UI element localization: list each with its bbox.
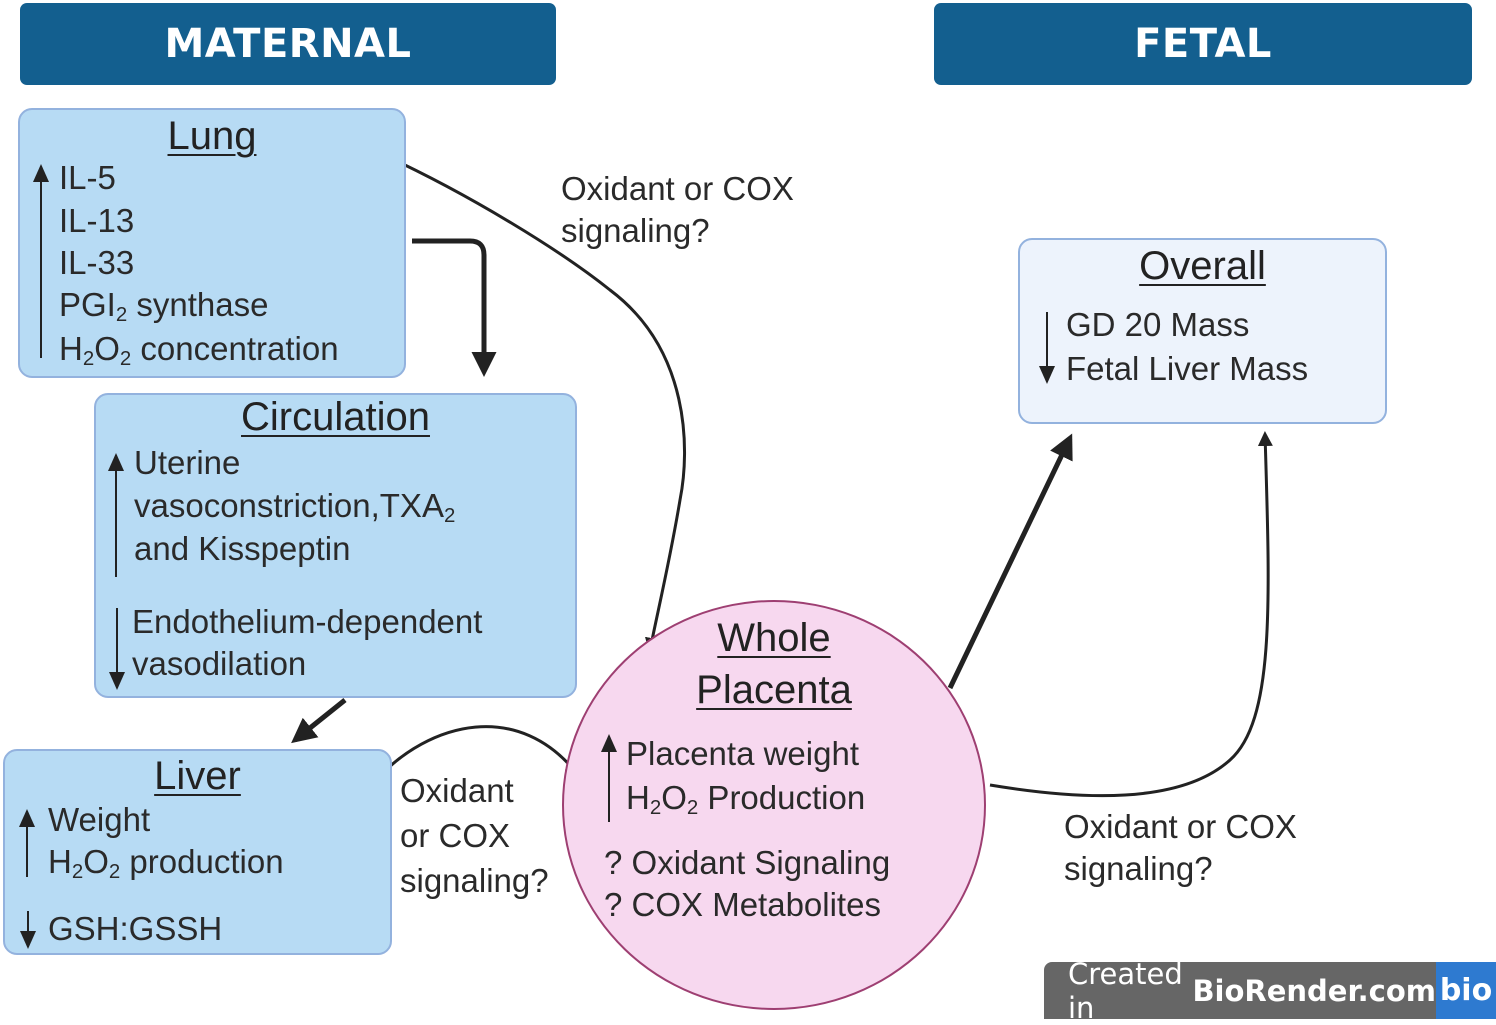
placenta-title: Whole xyxy=(717,616,831,660)
liver-title: Liver xyxy=(154,754,241,798)
decrease-arrow-icon xyxy=(20,911,36,949)
decrease-arrow-icon xyxy=(1039,312,1055,384)
overall-box: Overall GD 20 Mass Fetal Liver Mass xyxy=(1018,238,1387,424)
edge-label-lung-placenta: Oxidant or COX signaling? xyxy=(561,170,794,249)
liver-increase-line: H2O2 production xyxy=(48,843,284,884)
arrow-placenta-to-overall-curved xyxy=(989,431,1273,798)
circulation-title: Circulation xyxy=(241,395,430,439)
placenta-circle: Whole Placenta Placenta weight H2O2 Prod… xyxy=(562,600,986,1010)
lung-item: PGI2 synthase xyxy=(59,286,269,327)
circulation-increase-line: Uterine xyxy=(134,444,241,481)
placenta-question-line: ? Oxidant Signaling xyxy=(604,844,891,881)
decrease-arrow-icon xyxy=(109,608,125,690)
increase-arrow-icon xyxy=(33,164,49,358)
increase-arrow-icon xyxy=(19,809,35,877)
placenta-increase-line: H2O2 Production xyxy=(626,779,866,820)
edge-label-liver-placenta: Oxidant or COX signaling? xyxy=(400,772,549,899)
arrow-lung-to-circulation xyxy=(412,238,497,377)
increase-arrow-icon xyxy=(108,453,124,577)
maternal-header: MATERNAL xyxy=(20,3,556,85)
biorender-logo-icon: bio xyxy=(1436,962,1496,1019)
placenta-question-line: ? COX Metabolites xyxy=(604,886,881,923)
increase-arrow-icon xyxy=(601,734,617,822)
circulation-increase-line: and Kisspeptin xyxy=(134,530,351,567)
circulation-box: Circulation Uterine vasoconstriction,TXA… xyxy=(94,393,577,698)
arrow-placenta-to-overall xyxy=(947,433,1073,690)
liver-decrease-line: GSH:GSSH xyxy=(48,910,223,947)
overall-item: GD 20 Mass xyxy=(1066,306,1250,343)
placenta-increase-line: Placenta weight xyxy=(626,735,859,772)
lung-item: IL-33 xyxy=(59,244,135,281)
lung-box: Lung IL-5 IL-13 IL-33 PGI2 synthase H2O2… xyxy=(18,108,406,378)
lung-item: IL-5 xyxy=(59,159,116,196)
lung-item: IL-13 xyxy=(59,202,135,239)
placenta-title: Placenta xyxy=(696,668,852,712)
liver-increase-line: Weight xyxy=(48,801,151,838)
liver-box: Liver Weight H2O2 production GSH:GSSH xyxy=(3,749,392,955)
fetal-header: FETAL xyxy=(934,3,1472,85)
circulation-decrease-line: vasodilation xyxy=(132,645,307,682)
lung-title: Lung xyxy=(167,114,257,158)
arrow-lung-to-placenta xyxy=(385,154,687,653)
lung-item: H2O2 concentration xyxy=(59,330,339,371)
circulation-increase-line: vasoconstriction,TXA2 xyxy=(134,487,456,528)
circulation-decrease-line: Endothelium-dependent xyxy=(132,603,483,640)
arrow-circulation-to-liver xyxy=(291,698,347,744)
arrow-liver-to-placenta xyxy=(372,725,580,784)
overall-title: Overall xyxy=(1139,244,1266,288)
overall-item: Fetal Liver Mass xyxy=(1066,350,1309,387)
edge-label-placenta-fetal: Oxidant or COX signaling? xyxy=(1064,808,1297,887)
